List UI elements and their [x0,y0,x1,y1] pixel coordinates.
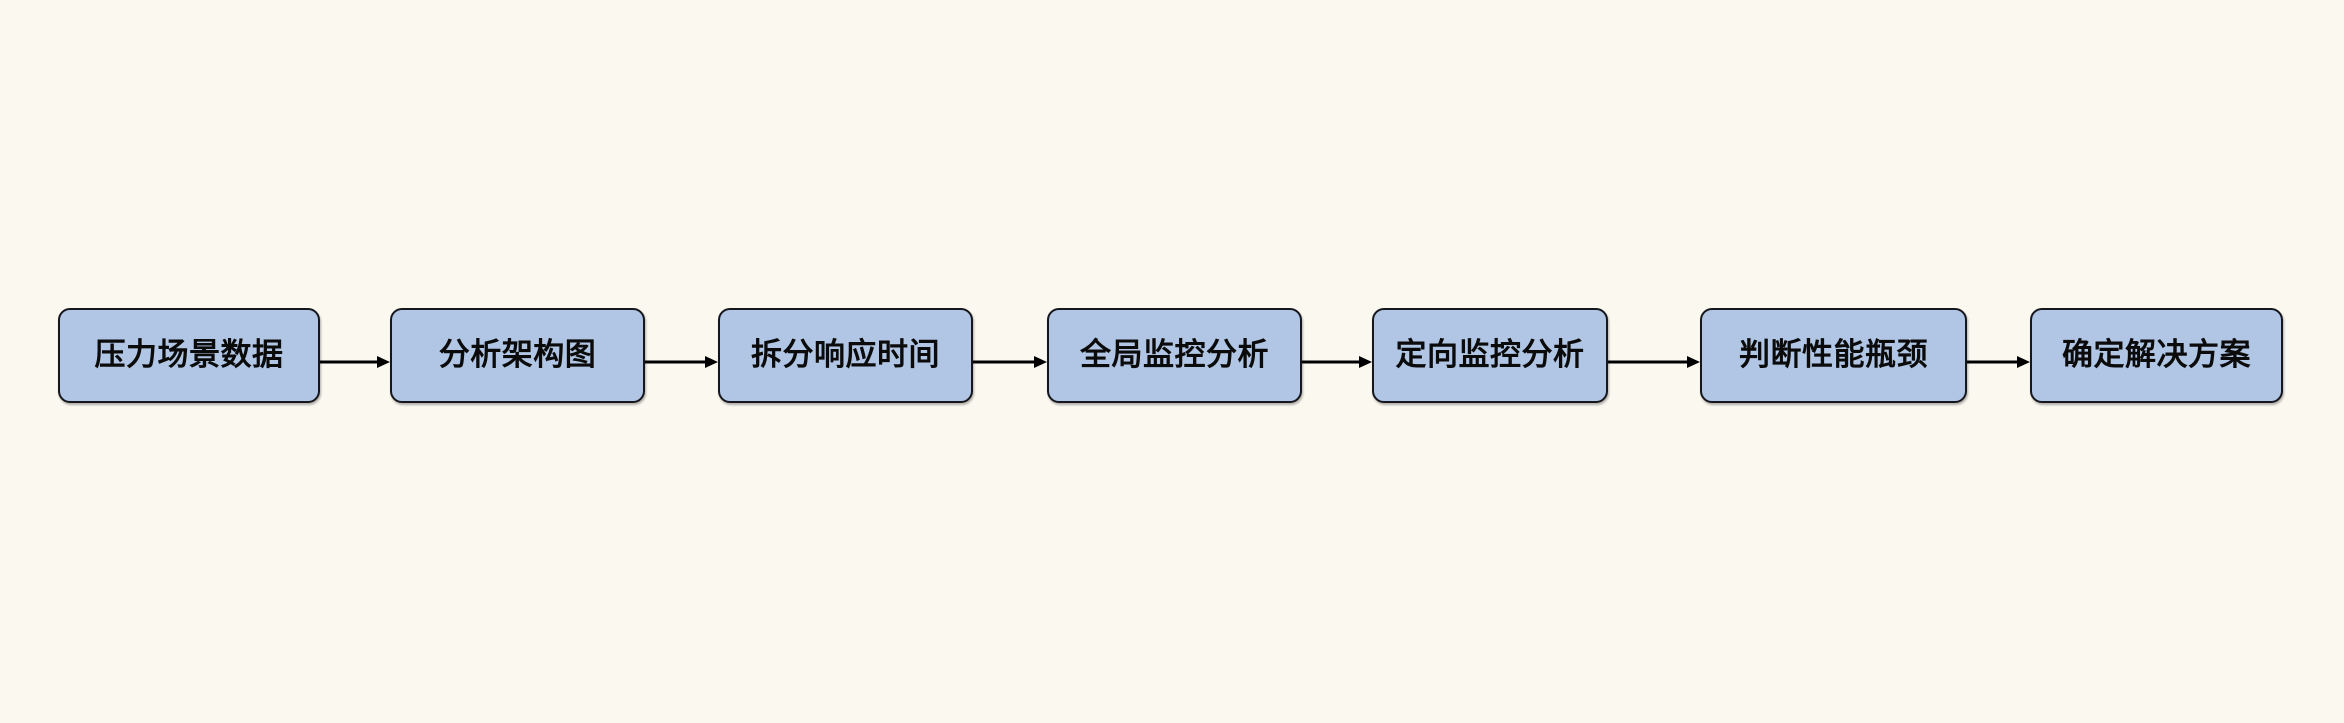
flow-node-n5[interactable]: 定向监控分析 [1372,308,1608,403]
flow-node-n4[interactable]: 全局监控分析 [1047,308,1302,403]
flow-node-n1[interactable]: 压力场景数据 [58,308,320,403]
flow-node-n3[interactable]: 拆分响应时间 [718,308,973,403]
flow-arrow-n3-to-n4 [973,355,1047,369]
flow-arrow-n2-to-n3 [645,355,718,369]
flow-arrow-n1-to-n2 [320,355,390,369]
flow-arrow-n6-to-n7 [1967,355,2030,369]
flow-arrow-n5-to-n6 [1608,355,1700,369]
flow-node-label: 全局监控分析 [1080,337,1269,373]
flow-node-label: 压力场景数据 [94,337,284,373]
flow-node-label: 确定解决方案 [2062,337,2251,373]
flowchart-sequence: 压力场景数据 分析架构图 拆分响应时间 全局监控分析 定向监控分析 判断性能瓶颈 确定解决方… [0,308,2344,403]
flow-node-label: 定向监控分析 [1395,337,1585,373]
flow-node-label: 判断性能瓶颈 [1739,337,1928,373]
flow-node-n6[interactable]: 判断性能瓶颈 [1700,308,1967,403]
flow-node-label: 拆分响应时间 [751,337,940,373]
flow-node-label: 分析架构图 [438,337,597,373]
flow-node-n2[interactable]: 分析架构图 [390,308,645,403]
flow-arrow-n4-to-n5 [1302,355,1372,369]
flow-node-n7[interactable]: 确定解决方案 [2030,308,2283,403]
